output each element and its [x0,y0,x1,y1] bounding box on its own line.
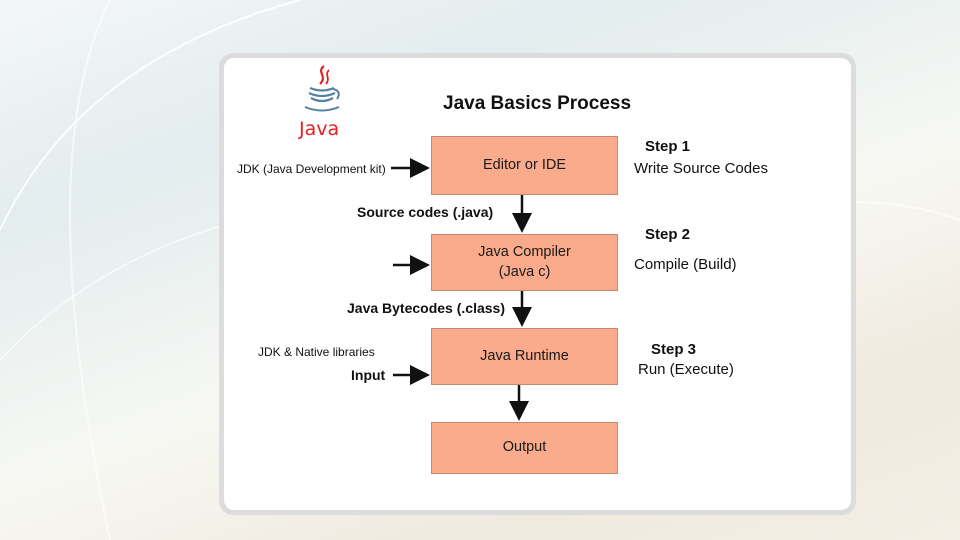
output-label: Output [502,439,547,456]
java-compiler-label: Java Compiler [478,243,571,260]
step-1-desc: Write Source Codes [634,160,768,177]
jdk-native-label: JDK & Native libraries [258,345,375,359]
jdk-label: JDK (Java Development kit) [237,162,386,176]
step-3-desc: Run (Execute) [638,361,734,378]
java-coffee-cup-icon [304,65,340,112]
step-1-label: Step 1 [645,138,691,155]
step-2-desc: Compile (Build) [634,256,737,273]
java-runtime-box: Java Runtime [431,328,618,385]
step-3-label: Step 3 [651,341,697,358]
output-box: Output [431,422,618,474]
flow-arrows [391,158,532,421]
bytecodes-label: Java Bytecodes (.class) [347,300,505,316]
editor-ide-box: Editor or IDE [431,136,618,195]
diagram-title: Java Basics Process [443,93,632,114]
source-codes-label: Source codes (.java) [357,204,494,220]
input-label: Input [351,367,386,383]
java-compiler-box: Java Compiler (Java c) [431,234,618,291]
java-compiler-sublabel: (Java c) [498,263,551,280]
editor-ide-label: Editor or IDE [483,156,566,173]
java-logo-text: Java [299,118,340,140]
diagram-panel: Java Java Basics Process Editor or IDE J… [224,58,851,510]
java-runtime-label: Java Runtime [480,347,569,364]
step-2-label: Step 2 [645,226,691,243]
